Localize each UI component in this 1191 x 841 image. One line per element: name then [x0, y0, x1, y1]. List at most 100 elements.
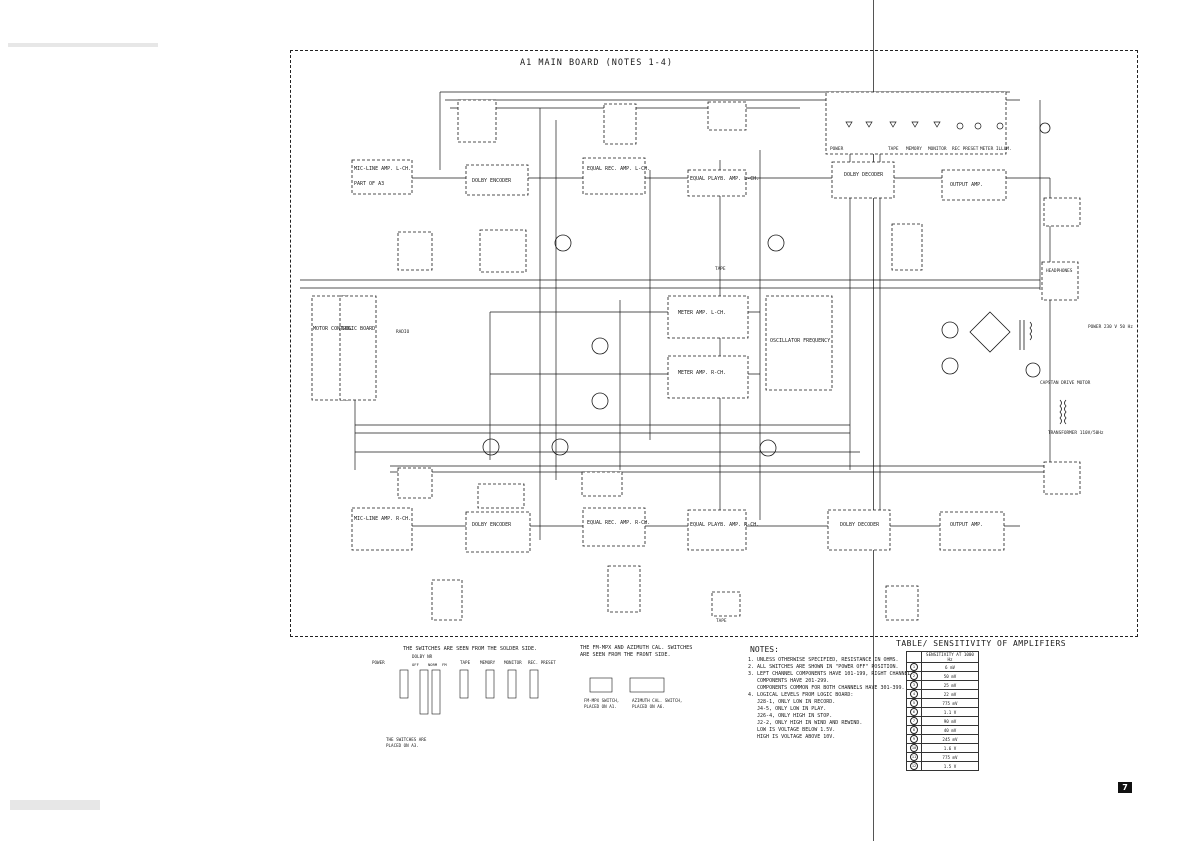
scan-artifact-bottom — [10, 800, 100, 810]
fm-mpx-azimuth-note: THE FM-MPX AND AZIMUTH CAL. SWITCHES ARE… — [580, 645, 693, 658]
block-label-equal-playb-l: EQUAL PLAYB. AMP. L-CH. — [690, 176, 759, 182]
note-item-4: 4. LOGICAL LEVELS FROM LOGIC BOARD: J28-… — [748, 692, 863, 740]
indicator-label-meter-illum: METER ILLUM. — [980, 146, 1012, 152]
block-label-headphones: HEADPHONES — [1046, 268, 1073, 274]
row-number: 3 — [910, 681, 918, 689]
block-label-capstan: CAPSTAN DRIVE MOTOR — [1040, 380, 1091, 386]
switch-orientation-note: THE SWITCHES ARE SEEN FROM THE SOLDER SI… — [403, 646, 538, 652]
table-header-blank — [906, 651, 922, 663]
main-board-outline — [290, 50, 1138, 637]
row-value: 90 mV — [921, 716, 979, 726]
indicator-label-power: POWER — [830, 146, 844, 152]
block-label-tape-l: TAPE — [715, 266, 726, 272]
switch-sub-norm: NORM — [428, 662, 438, 667]
block-label-output-amp-r: OUTPUT AMP. — [950, 522, 983, 528]
row-number: 1 — [910, 663, 918, 671]
row-value: 775 mV — [921, 752, 979, 762]
block-label-dolby-encoder-l: DOLBY ENCODER — [472, 178, 512, 184]
switch-label-monitor: MONITOR — [504, 660, 522, 665]
row-value: 775 mV — [921, 698, 979, 708]
block-label-transformer: TRANSFORMER 110V/50Hz — [1048, 430, 1104, 436]
fm-mpx-caption: FM-MPX SWITCH, PLACED ON A1. — [584, 698, 620, 709]
page-number-badge: 7 — [1118, 782, 1132, 793]
row-number: 9 — [910, 735, 918, 743]
block-label-equal-rec-r: EQUAL REC. AMP. R-CH. — [587, 520, 650, 526]
switch-label-tape: TAPE — [460, 660, 471, 665]
block-label-meter-amp-l: METER AMP. L-CH. — [678, 310, 726, 316]
switch-sub-fm: FM — [442, 662, 447, 667]
indicator-label-rec-preset: REC PRESET — [952, 146, 979, 152]
row-number: 8 — [910, 726, 918, 734]
row-value: 1.1 V — [921, 707, 979, 717]
row-value: 25 mV — [921, 680, 979, 690]
row-value: 6 mV — [921, 662, 979, 672]
switch-label-memory: MEMORY — [480, 660, 496, 665]
block-label-logic-board: LOGIC BOARD — [342, 326, 375, 332]
block-label-tape-r: TAPE — [716, 618, 727, 624]
block-label-oscillator: OSCILLATOR FREQUENCY — [770, 338, 830, 344]
row-value: 1.5 V — [921, 761, 979, 771]
block-label-dolby-decoder-r: DOLBY DECODER — [840, 522, 880, 528]
indicator-label-tape: TAPE — [888, 146, 899, 152]
block-label-dolby-encoder-r: DOLBY ENCODER — [472, 522, 512, 528]
row-number: 6 — [910, 708, 918, 716]
page-fold-line — [873, 0, 874, 841]
switch-label-dolby-nr: DOLBY NR — [412, 654, 433, 659]
row-number: 5 — [910, 699, 918, 707]
notes-list: 1. UNLESS OTHERWISE SPECIFIED, RESISTANC… — [748, 657, 911, 741]
row-number: 7 — [910, 717, 918, 725]
row-value: 22 mV — [921, 689, 979, 699]
block-label-mic-line-l: MIC-LINE AMP. L-CH. — [354, 166, 411, 172]
switch-sub-off: OFF — [412, 662, 419, 667]
row-number: 12 — [910, 762, 918, 770]
row-value: 50 mV — [921, 671, 979, 681]
row-number: 2 — [910, 672, 918, 680]
azimuth-caption: AZIMUTH CAL. SWITCH, PLACED ON A6. — [632, 698, 683, 709]
table-header-row: SENSITIVITY AT 1000 Hz — [906, 651, 979, 663]
sensitivity-table-title: TABLE/ SENSITIVITY OF AMPLIFIERS — [896, 639, 1067, 648]
switch-placement-note: THE SWITCHES ARE PLACED ON A3. — [386, 737, 427, 748]
board-title: A1 MAIN BOARD (NOTES 1-4) — [520, 58, 673, 68]
row-number: 10 — [910, 744, 918, 752]
indicator-label-monitor: MONITOR — [928, 146, 947, 152]
row-value: 40 mV — [921, 725, 979, 735]
block-label-dolby-decoder-l: DOLBY DECODER — [844, 172, 884, 178]
block-label-radio: RADIO — [396, 329, 410, 335]
row-value: 245 mV — [921, 734, 979, 744]
switch-label-power: POWER — [372, 660, 385, 665]
row-value: 1.6 V — [921, 743, 979, 753]
note-item-3: 3. LEFT CHANNEL COMPONENTS HAVE 101-199,… — [748, 671, 911, 691]
block-label-power: POWER 230 V 50 Hz — [1088, 324, 1133, 330]
block-label-motor-control: MOTOR CONTROL — [313, 326, 352, 332]
note-item-2: 2. ALL SWITCHES ARE SHOWN IN "POWER OFF"… — [748, 664, 899, 670]
note-item-1: 1. UNLESS OTHERWISE SPECIFIED, RESISTANC… — [748, 657, 899, 663]
switch-label-rec-preset: REC. PRESET — [528, 660, 556, 665]
block-label-part-a3: PART OF A3 — [354, 181, 384, 187]
indicator-label-memory: MEMORY — [906, 146, 922, 152]
notes-title: NOTES: — [750, 645, 779, 654]
block-label-output-amp-l: OUTPUT AMP. — [950, 182, 983, 188]
row-number: 4 — [910, 690, 918, 698]
block-label-mic-line-r: MIC-LINE AMP. R-CH. — [354, 516, 411, 522]
block-label-meter-amp-r: METER AMP. R-CH. — [678, 370, 726, 376]
scan-artifact-top — [8, 43, 158, 47]
row-number: 11 — [910, 753, 918, 761]
block-label-equal-playb-r: EQUAL PLAYB. AMP. R-CH. — [690, 522, 759, 528]
block-label-equal-rec-l: EQUAL REC. AMP. L-CH. — [587, 166, 650, 172]
table-header-sensitivity: SENSITIVITY AT 1000 Hz — [921, 651, 979, 663]
